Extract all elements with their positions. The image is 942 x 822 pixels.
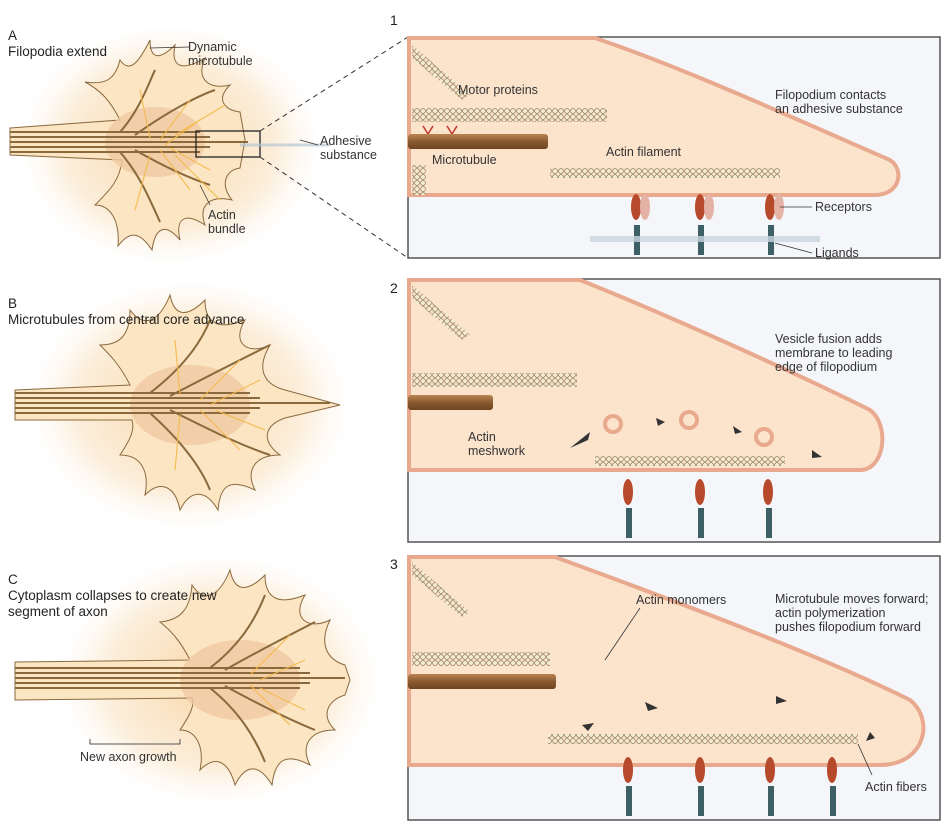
actin-fibers-label: Actin fibers xyxy=(865,780,927,794)
panel-b-letter: B xyxy=(8,296,17,311)
ligands-label: Ligands xyxy=(815,246,859,260)
panel-2 xyxy=(408,279,940,542)
actin-meshwork-label: Actin meshwork xyxy=(468,430,525,458)
microtubule-moves-label: Microtubule moves forward; actin polymer… xyxy=(775,592,929,634)
panel-b-title-text: Microtubules from central core advance xyxy=(8,312,244,327)
panel-1-number: 1 xyxy=(390,12,398,28)
new-axon-growth-label: New axon growth xyxy=(80,750,177,764)
microtubule-label: Microtubule xyxy=(432,153,497,167)
dynamic-microtubule-label: Dynamic microtubule xyxy=(188,40,253,68)
panel-c-letter: C xyxy=(8,572,18,588)
panel-a-title: A Filopodia extend xyxy=(8,12,107,60)
panel-a-title-text: Filopodia extend xyxy=(8,44,107,59)
motor-proteins-label: Motor proteins xyxy=(458,83,538,97)
actin-bundle-label: Actin bundle xyxy=(208,208,246,236)
panel-2-number: 2 xyxy=(390,280,398,296)
receptors-label: Receptors xyxy=(815,200,872,214)
panel-a-letter: A xyxy=(8,28,17,43)
filopodium-contacts-label: Filopodium contacts an adhesive substanc… xyxy=(775,88,903,116)
panel-3-number: 3 xyxy=(390,556,398,572)
panel-c-title: C Cytoplasm collapses to create new segm… xyxy=(8,556,328,620)
actin-monomers-label: Actin monomers xyxy=(636,593,726,607)
panel-b-title: B Microtubules from central core advance xyxy=(8,280,244,328)
adhesive-substance-label: Adhesive substance xyxy=(320,134,377,162)
vesicle-fusion-label: Vesicle fusion adds membrane to leading … xyxy=(775,332,892,374)
actin-filament-label: Actin filament xyxy=(606,145,681,159)
panel-c-title-text: Cytoplasm collapses to create new segmen… xyxy=(8,588,217,620)
